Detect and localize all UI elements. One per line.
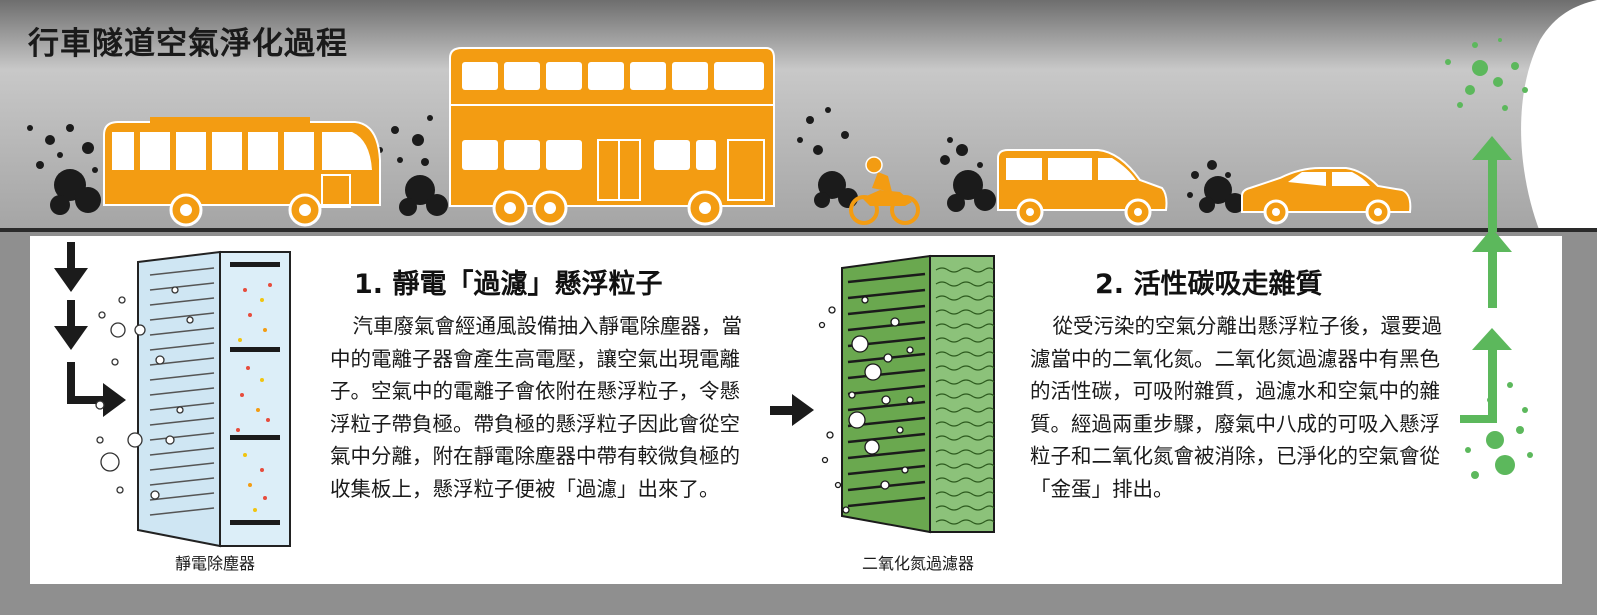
nitrogen-dioxide-filter xyxy=(818,254,995,534)
motorcycle xyxy=(849,156,920,225)
step2-heading: 2. 活性碳吸走雜質 xyxy=(1095,269,1323,300)
up-arrow-icon xyxy=(1460,136,1512,423)
exhaust-smoke-icon xyxy=(27,107,1245,216)
clean-air-particles-icon xyxy=(1445,38,1533,479)
step1-heading: 1. 靜電「過濾」懸浮粒子 xyxy=(354,269,663,300)
precipitator-caption: 靜電除塵器 xyxy=(174,554,255,573)
step1-body: 汽車廢氣會經通風設備抽入靜電除塵器，當中的電離子器會產生高電壓，讓空氣出現電離子… xyxy=(330,314,743,501)
road-line xyxy=(0,228,1597,232)
van xyxy=(997,149,1168,226)
bus xyxy=(103,117,381,227)
car xyxy=(1241,167,1412,225)
tunnel-exit xyxy=(1521,0,1597,232)
down-arrow-icon xyxy=(54,242,126,417)
electrostatic-precipitator xyxy=(95,250,291,548)
right-arrow-icon xyxy=(770,394,814,426)
step2-body: 從受污染的空氣分離出懸浮粒子後，還要過濾當中的二氧化氮。二氧化氮過濾器中有黑色的… xyxy=(1030,314,1443,501)
page-title: 行車隧道空氣淨化過程 xyxy=(28,26,348,62)
filter-caption: 二氧化氮過濾器 xyxy=(861,554,974,573)
double-decker-bus xyxy=(449,47,775,226)
